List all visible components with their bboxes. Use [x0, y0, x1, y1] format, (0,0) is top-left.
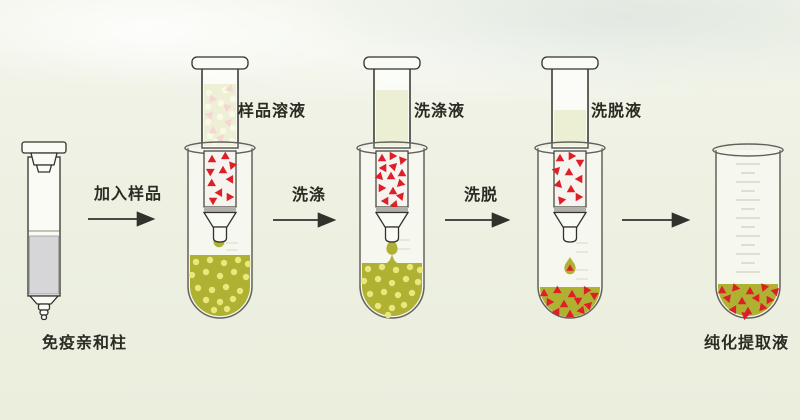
tube-rim	[712, 143, 784, 157]
washing-stage	[356, 56, 428, 319]
purified-extract-label: 纯化提取液	[704, 335, 790, 352]
column-frit	[204, 207, 236, 213]
wash-step-label: 洗涤	[292, 187, 327, 204]
cartridge-luer-tip	[37, 303, 51, 311]
cartridge-neck	[30, 152, 58, 166]
graduation-marks	[736, 163, 760, 273]
syringe-barrel	[551, 67, 589, 149]
add-sample-label: 加入样品	[94, 186, 163, 203]
cartridge-cap	[21, 141, 67, 154]
affinity-column-illustration	[21, 141, 67, 321]
wash-solution-label: 洗涤液	[414, 103, 466, 120]
splash-peak	[385, 253, 399, 264]
syringe-barrel	[201, 67, 239, 149]
tube-liquid	[540, 287, 600, 317]
column-nozzle	[212, 226, 228, 243]
sample-solution-label: 样品溶液	[238, 103, 307, 120]
elution-solution-label: 洗脱液	[591, 103, 643, 120]
syringe-flange	[191, 56, 249, 70]
cartridge-taper	[28, 295, 60, 305]
test-tube	[715, 150, 781, 319]
syringe-flange	[541, 56, 599, 70]
affinity-column-label: 免疫亲和柱	[42, 335, 128, 352]
syringe-barrel	[373, 67, 411, 149]
purified-extract-tube	[712, 143, 784, 321]
cartridge-packing	[29, 235, 59, 295]
sample-loading-stage	[184, 56, 256, 319]
column-nozzle	[384, 226, 400, 243]
syringe-flange	[363, 56, 421, 70]
column-nozzle	[562, 226, 578, 243]
column-frit	[376, 207, 408, 213]
elution-stage	[534, 56, 606, 319]
elute-step-label: 洗脱	[464, 187, 499, 204]
column-frit	[554, 207, 586, 213]
